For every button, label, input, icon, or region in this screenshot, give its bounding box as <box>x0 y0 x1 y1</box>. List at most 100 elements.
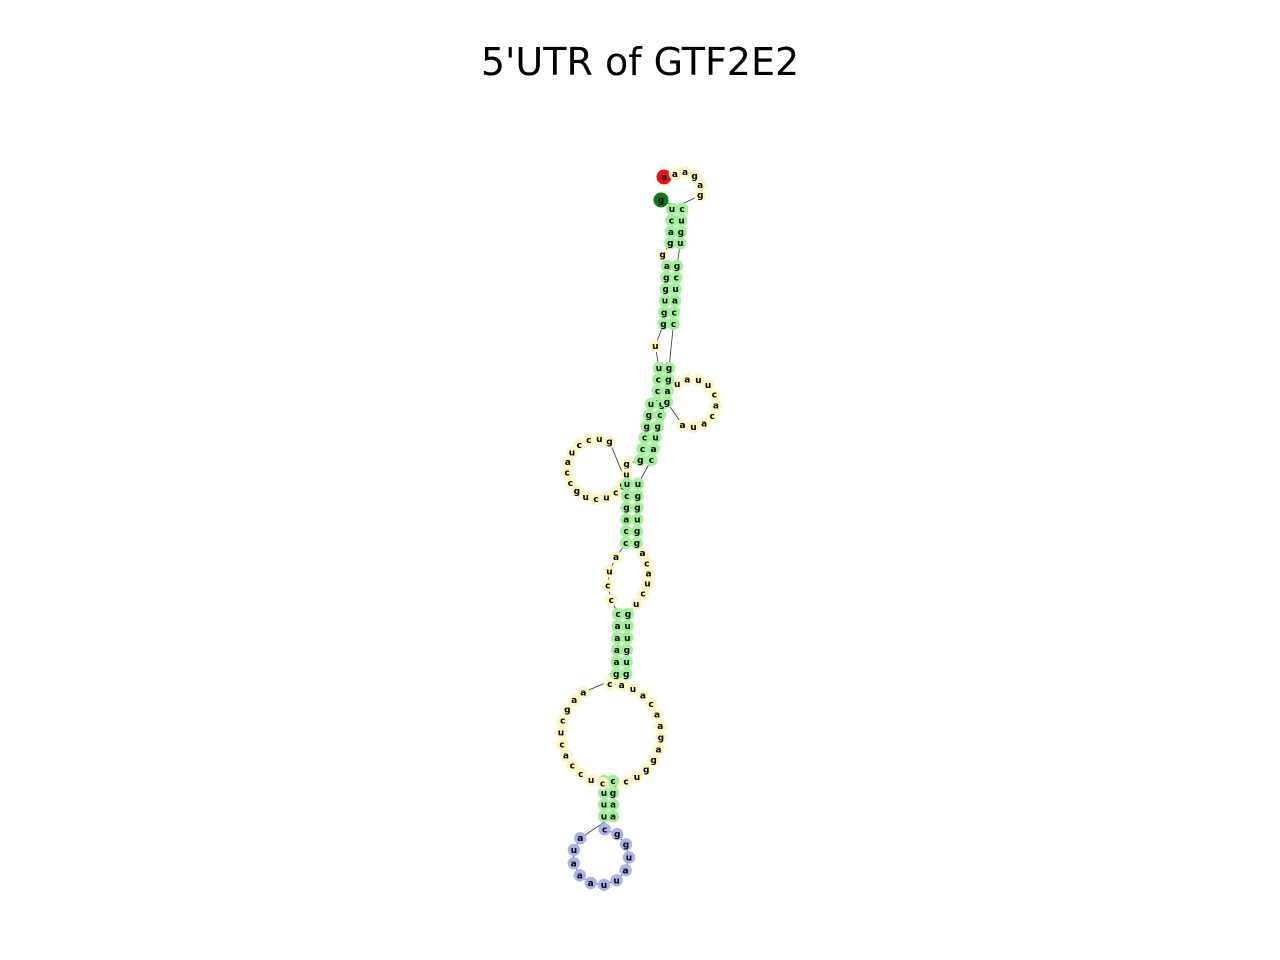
nucleotide-label: a <box>680 421 686 431</box>
nucleotide-label: a <box>661 173 667 183</box>
nucleotide-marker <box>611 631 624 645</box>
nucleotide-marker <box>668 294 682 307</box>
nucleotide-marker <box>709 399 723 412</box>
nucleotide-label: g <box>623 670 629 680</box>
nucleotide-marker <box>641 577 654 590</box>
nucleotide-label: c <box>586 436 591 446</box>
nucleotide-marker <box>659 283 672 296</box>
nucleotide-label: a <box>646 569 652 579</box>
nucleotide-label: c <box>610 777 615 787</box>
nucleotide-label: g <box>623 460 629 470</box>
nucleotide-label: u <box>571 846 577 856</box>
nucleotide-marker <box>631 501 644 514</box>
nucleotide-marker <box>668 167 682 181</box>
nucleotide-label: a <box>614 634 620 644</box>
nucleotide-marker <box>630 597 643 611</box>
nucleotide-label: a <box>650 445 656 455</box>
nucleotide-label: u <box>669 205 675 215</box>
nucleotide-label: g <box>613 670 619 680</box>
nucleotide-marker <box>645 453 658 467</box>
nucleotide-label: g <box>663 274 669 284</box>
nucleotide-label: c <box>565 469 570 479</box>
nucleotide-marker <box>606 786 620 799</box>
nucleotide-marker <box>620 489 633 502</box>
nucleotide-marker <box>687 420 700 434</box>
nucleotide-label: a <box>665 387 671 397</box>
nucleotide-label: u <box>601 801 607 811</box>
nucleotide-label: u <box>652 342 658 352</box>
nucleotide-label: a <box>619 681 625 691</box>
nucleotide-marker <box>606 798 620 811</box>
nucleotide-label: g <box>643 422 649 432</box>
nucleotide-label: u <box>690 423 696 433</box>
nucleotide-marker <box>636 689 650 702</box>
nucleotide-label: c <box>674 274 679 284</box>
nucleotide-marker <box>593 432 606 446</box>
nucleotide-label: u <box>601 789 607 799</box>
nucleotide-label: a <box>610 812 616 822</box>
nucleotide-marker <box>610 667 623 681</box>
nucleotide-marker <box>650 708 664 721</box>
nucleotide-label: g <box>643 766 649 776</box>
nucleotide-label: u <box>624 622 630 632</box>
nucleotide-marker <box>640 420 653 433</box>
nucleotide-marker <box>654 719 667 732</box>
nucleotide-label: c <box>640 445 645 455</box>
nucleotide-marker <box>570 485 583 498</box>
nucleotide-label: a <box>654 710 660 720</box>
nucleotide-marker <box>620 457 633 471</box>
nucleotide-label: u <box>558 729 564 739</box>
nucleotide-marker <box>622 851 636 864</box>
nucleotide-marker <box>597 798 611 811</box>
nucleotide-marker <box>665 214 678 227</box>
nucleotide-marker <box>573 869 586 882</box>
nucleotide-label: u <box>630 685 636 695</box>
nucleotide-label: g <box>625 610 631 620</box>
nucleotide-label: a <box>672 297 678 307</box>
nucleotide-label: c <box>644 559 649 569</box>
nucleotide-label: c <box>615 610 620 620</box>
nucleotide-layer: aaagagucaggaggugguucccuggccggugcucugccau… <box>554 165 723 891</box>
nucleotide-marker <box>668 306 681 319</box>
nucleotide-marker <box>670 259 684 273</box>
nucleotide-label: c <box>577 441 582 451</box>
nucleotide-label: u <box>656 364 662 374</box>
nucleotide-label: a <box>571 696 577 706</box>
nucleotide-marker <box>611 619 624 633</box>
nucleotide-marker <box>698 417 711 430</box>
nucleotide-marker <box>631 477 645 491</box>
nucleotide-marker <box>652 373 665 386</box>
nucleotide-label: c <box>710 412 715 422</box>
nucleotide-marker <box>681 373 694 386</box>
nucleotide-marker <box>652 361 666 375</box>
nucleotide-marker <box>636 442 649 455</box>
nucleotide-marker <box>610 874 623 887</box>
nucleotide-label: g <box>574 487 580 497</box>
nucleotide-marker <box>568 693 581 707</box>
nucleotide-label: a <box>580 688 586 698</box>
nucleotide-label: a <box>577 871 583 881</box>
nucleotide-marker <box>657 317 670 331</box>
nucleotide-marker <box>574 767 587 781</box>
nucleotide-label: c <box>605 582 610 592</box>
nucleotide-label: u <box>626 853 632 863</box>
nucleotide-marker <box>644 697 658 711</box>
nucleotide-label: a <box>672 170 678 180</box>
nucleotide-label: g <box>606 438 612 448</box>
nucleotide-label: a <box>656 745 662 755</box>
nucleotide-label: u <box>634 773 640 783</box>
nucleotide-label: c <box>679 205 684 215</box>
nucleotide-marker <box>620 468 633 481</box>
nucleotide-marker <box>630 536 643 550</box>
nucleotide-label: u <box>601 812 607 822</box>
nucleotide-label: g <box>623 504 629 514</box>
nucleotide-marker <box>600 491 613 504</box>
nucleotide-marker <box>606 774 620 788</box>
nucleotide-label: u <box>677 239 683 249</box>
nucleotide-label: g <box>564 706 570 716</box>
nucleotide-label: a <box>565 458 571 468</box>
nucleotide-label: g <box>646 411 652 421</box>
nucleotide-label: a <box>623 866 629 876</box>
nucleotide-label: u <box>674 380 680 390</box>
nucleotide-label: g <box>658 734 664 744</box>
